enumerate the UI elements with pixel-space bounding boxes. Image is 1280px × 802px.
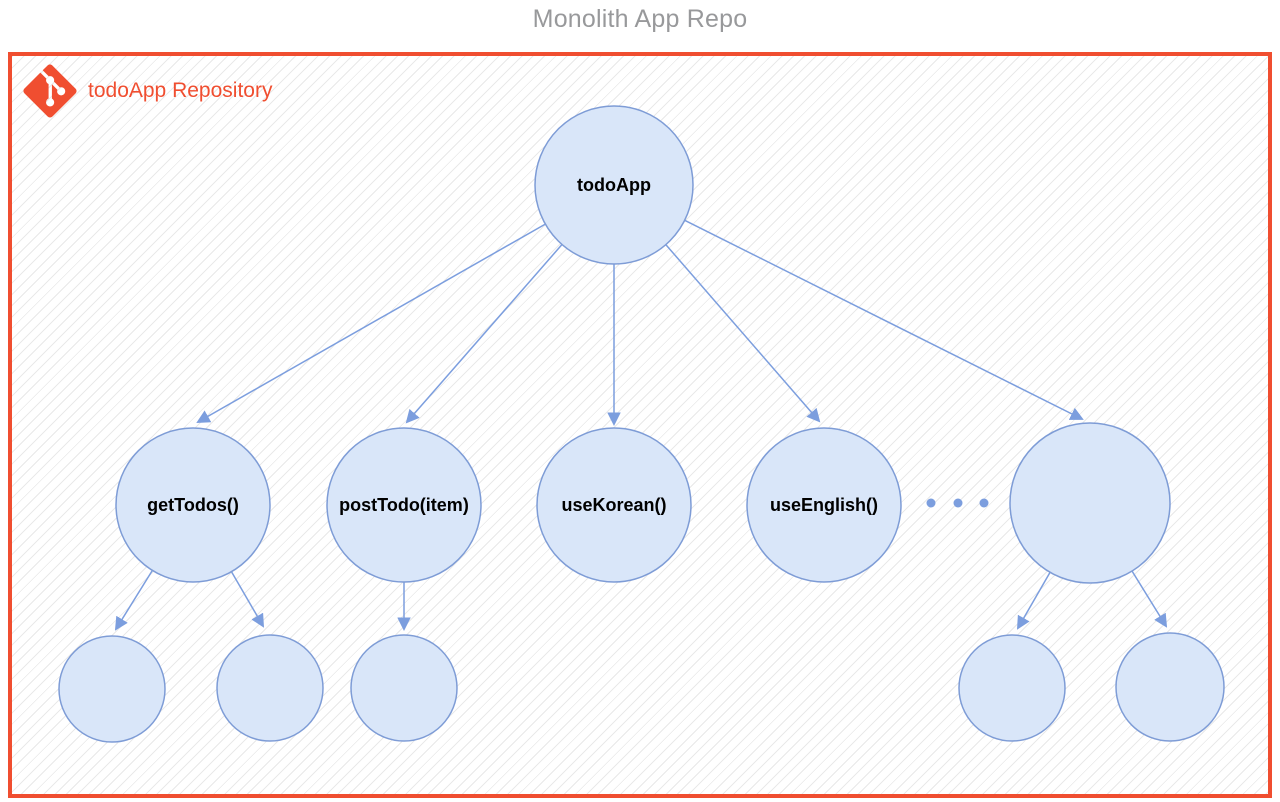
edge-todoapp-unlabeled — [684, 219, 1084, 420]
node-gettodos — [115, 427, 271, 583]
edge-gettodos-leaf2 — [230, 571, 265, 628]
node-posttodo — [326, 427, 482, 583]
node-todoapp-label: todoApp — [577, 175, 651, 195]
node-useenglish — [746, 427, 902, 583]
repo-badge-label: todoApp Repository — [88, 79, 273, 102]
edge-todoapp-gettodos — [196, 223, 546, 424]
leaf-node-2 — [216, 634, 324, 742]
repository-container: todoApp Repository todoApp — [8, 52, 1272, 798]
edge-unlabeled-leaf5 — [1131, 570, 1168, 628]
leaf-node-3 — [350, 634, 458, 742]
node-usekorean-label: useKorean() — [561, 495, 666, 515]
node-unlabeled — [1009, 422, 1171, 584]
node-todoapp — [534, 105, 694, 265]
edge-todoapp-useenglish — [665, 244, 821, 423]
leaf-node-5 — [1115, 632, 1225, 742]
repo-badge: todoApp Repository — [22, 63, 272, 119]
ellipsis-dot — [926, 498, 936, 508]
leaf-node-4 — [958, 634, 1066, 742]
dependency-graph: todoApp getTodos() postTodo(item) useKor… — [58, 105, 1225, 743]
node-posttodo-label: postTodo(item) — [339, 495, 469, 515]
leaf-node-1 — [58, 635, 166, 743]
node-gettodos-label: getTodos() — [147, 495, 239, 515]
ellipsis-dot — [979, 498, 989, 508]
edge-gettodos-leaf1 — [114, 570, 154, 631]
node-useenglish-label: useEnglish() — [770, 495, 878, 515]
ellipsis-dot — [953, 498, 963, 508]
git-icon — [23, 64, 77, 118]
node-usekorean — [536, 427, 692, 583]
edge-unlabeled-leaf4 — [1016, 571, 1051, 630]
page-title: Monolith App Repo — [532, 5, 748, 33]
edge-todoapp-posttodo — [405, 244, 563, 424]
